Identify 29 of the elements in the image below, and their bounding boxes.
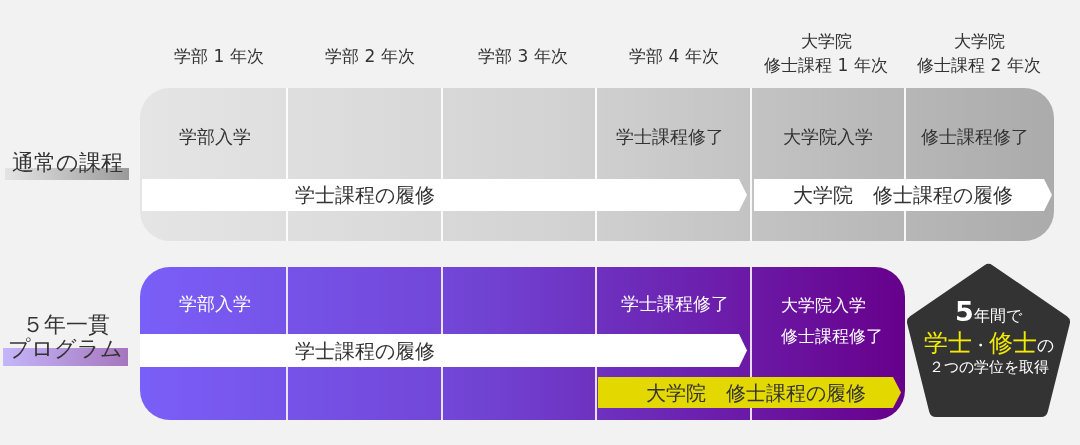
milestone-label: 修士課程修了: [921, 126, 1029, 148]
course-label: 大学院 修士課程の履修: [793, 183, 1013, 207]
timeline-band: [140, 88, 1054, 241]
arrow-banner: [754, 179, 1052, 211]
milestone-label: 学部入学: [179, 126, 251, 148]
year-heading: 学部 2 年次: [325, 45, 415, 67]
milestone-label: 学士課程修了: [616, 126, 724, 148]
milestone-label: 学士課程修了: [621, 293, 729, 315]
year-heading: 大学院修士課程 1 年次: [764, 30, 888, 77]
milestone-label: 修士課程修了: [781, 325, 883, 347]
timeline-band: [140, 267, 905, 420]
course-label: 学士課程の履修: [295, 338, 435, 363]
year-heading: 学部 1 年次: [174, 45, 264, 67]
arrow-banner: [140, 334, 747, 367]
milestone-label: 学部入学: [179, 293, 251, 315]
year-heading: 大学院修士課程 2 年次: [917, 30, 1041, 77]
course-label: 大学院 修士課程の履修: [646, 380, 866, 405]
badge-text: 学士・修士の: [923, 328, 1054, 358]
row-label: 通常の課程: [5, 148, 129, 180]
year-heading: 学部 3 年次: [478, 45, 568, 67]
course-label: 学士課程の履修: [295, 183, 435, 207]
year-heading: 学部 4 年次: [629, 45, 719, 67]
arrow-banner: [142, 179, 747, 211]
badge-text: ２つの学位を取得: [928, 358, 1049, 376]
pentagon-badge: [907, 262, 1070, 417]
badge-text: 5年間で: [955, 295, 1022, 329]
arrow-banner: [598, 377, 901, 408]
milestone-label: 大学院入学: [783, 126, 873, 148]
milestone-label: 大学院入学: [780, 294, 866, 316]
